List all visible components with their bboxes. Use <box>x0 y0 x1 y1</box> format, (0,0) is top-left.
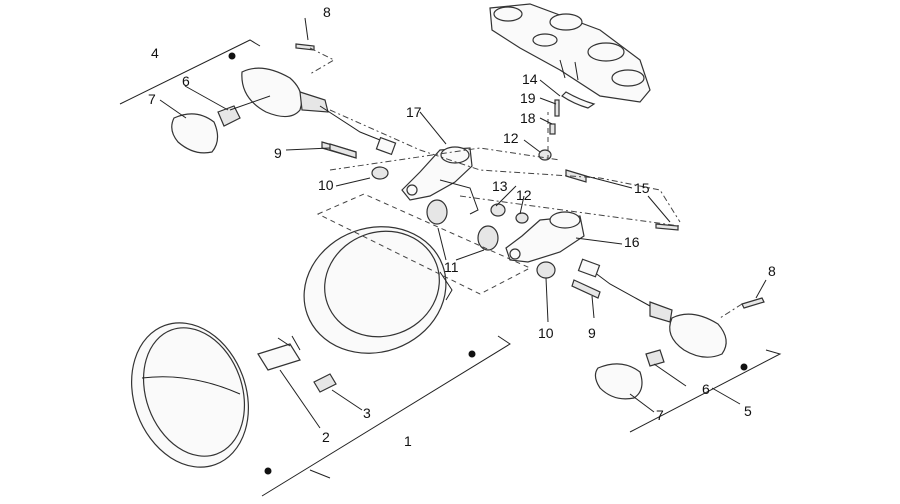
callout-8-right: 8 <box>768 263 776 279</box>
callout-12-mid: 12 <box>516 187 532 203</box>
bracket-16 <box>505 211 585 263</box>
callout-1: 1 <box>404 433 412 449</box>
dashed-lines <box>309 47 743 319</box>
callout-3: 3 <box>363 405 371 421</box>
callout-6-right: 6 <box>702 381 710 397</box>
headlight-bulbs <box>257 335 337 393</box>
leader-lines <box>119 17 782 497</box>
callout-18: 18 <box>520 110 536 126</box>
left-indicator-assembly <box>171 43 397 180</box>
grommets-11 <box>426 199 499 251</box>
headlight-shell <box>303 226 453 354</box>
callout-10-left: 10 <box>318 177 334 193</box>
callout-12-top: 12 <box>503 130 519 146</box>
callout-labels: 1 2 3 4 5 6 6 7 7 8 8 9 9 10 10 11 12 12… <box>148 4 776 449</box>
reference-dots <box>228 52 748 475</box>
callout-16: 16 <box>624 234 640 250</box>
callout-7-left: 7 <box>148 91 156 107</box>
callout-4: 4 <box>151 45 159 61</box>
callout-13: 13 <box>492 178 508 194</box>
callout-9-right: 9 <box>588 325 596 341</box>
callout-19: 19 <box>520 90 536 106</box>
callout-8-left: 8 <box>323 4 331 20</box>
callout-14: 14 <box>522 71 538 87</box>
callout-5: 5 <box>744 403 752 419</box>
callout-11: 11 <box>444 259 459 275</box>
fasteners <box>329 91 679 279</box>
callout-15: 15 <box>634 180 650 196</box>
callout-17: 17 <box>406 104 422 120</box>
callout-9-left: 9 <box>274 145 282 161</box>
headlight-lens <box>131 322 249 468</box>
callout-7-right: 7 <box>656 407 664 423</box>
triple-clamp <box>489 3 651 103</box>
right-indicator-assembly <box>571 258 765 400</box>
callout-6-left: 6 <box>182 73 190 89</box>
callout-10-right: 10 <box>538 325 554 341</box>
callout-2: 2 <box>322 429 330 445</box>
